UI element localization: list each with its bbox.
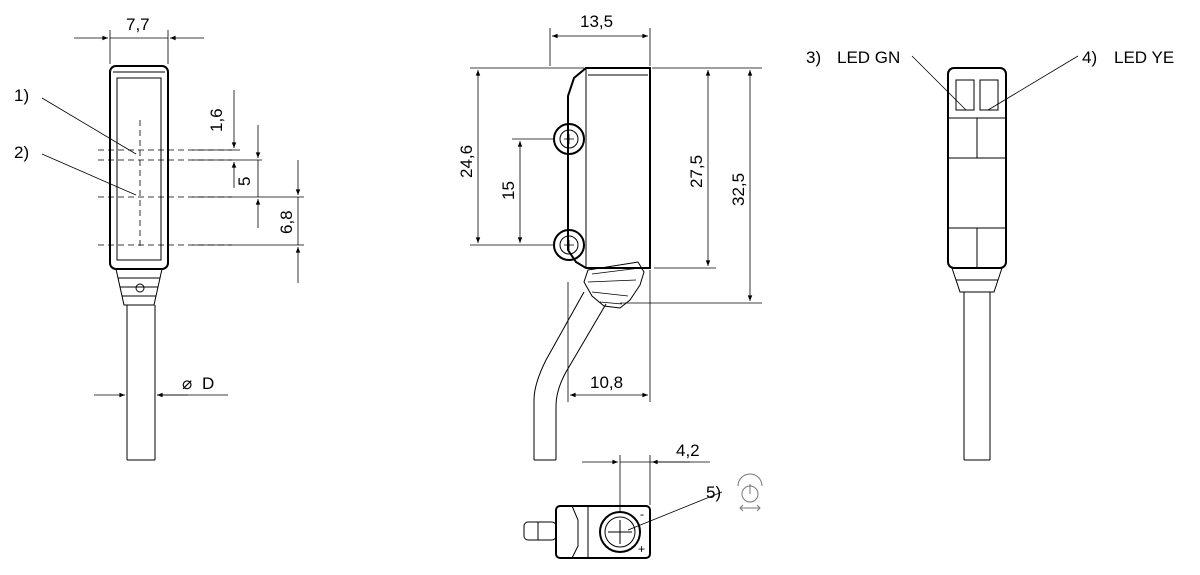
bottom-led xyxy=(523,521,557,541)
dim-spacing: 5 xyxy=(235,177,254,186)
front-lens-window xyxy=(116,77,162,261)
side-housing xyxy=(567,67,651,269)
dim-height: 24,6 xyxy=(457,145,476,178)
dim-pot-offset: 4,2 xyxy=(676,441,700,460)
led-yellow xyxy=(979,79,999,111)
callout-4: 4) xyxy=(1082,48,1097,67)
label-led-yellow: LED YE xyxy=(1114,48,1174,67)
bottom-housing xyxy=(555,505,651,559)
potentiometer-icon xyxy=(737,473,763,512)
side-cable xyxy=(533,291,607,461)
dim-offset: 6,8 xyxy=(277,210,296,234)
svg-text:-: - xyxy=(640,507,644,521)
dim-hole-distance: 15 xyxy=(499,181,518,200)
dim-width: 7,7 xyxy=(126,15,150,34)
side-cable-gland xyxy=(583,261,645,309)
front-cable-gland xyxy=(115,268,163,306)
bottom-view: - + 4,2 5) xyxy=(523,441,763,559)
back-view: 3) LED GN 4) LED YE xyxy=(806,48,1174,461)
led-green xyxy=(955,79,975,111)
dim-body-height: 27,5 xyxy=(687,155,706,188)
front-gland-screw xyxy=(135,283,145,293)
side-view: 13,5 24,6 15 27,5 32,5 10,8 xyxy=(457,12,762,461)
dim-diameter-symbol: ⌀ xyxy=(182,374,192,393)
dim-top-offset: 1,6 xyxy=(207,108,226,132)
callout-3: 3) xyxy=(806,48,821,67)
svg-text:+: + xyxy=(638,542,645,556)
front-view: 7,7 1,6 5 6,8 ⌀ D 1) 2) xyxy=(14,15,304,461)
callout-1: 1) xyxy=(14,86,29,105)
dim-depth: 13,5 xyxy=(580,12,613,31)
callout-5: 5) xyxy=(706,483,721,502)
callout-2: 2) xyxy=(14,143,29,162)
dim-total-height: 32,5 xyxy=(729,173,748,206)
back-cable-gland xyxy=(951,267,1003,293)
front-housing xyxy=(109,65,169,270)
label-led-green: LED GN xyxy=(837,48,900,67)
dim-cable-offset: 10,8 xyxy=(590,373,623,392)
dim-diameter: D xyxy=(202,374,214,393)
